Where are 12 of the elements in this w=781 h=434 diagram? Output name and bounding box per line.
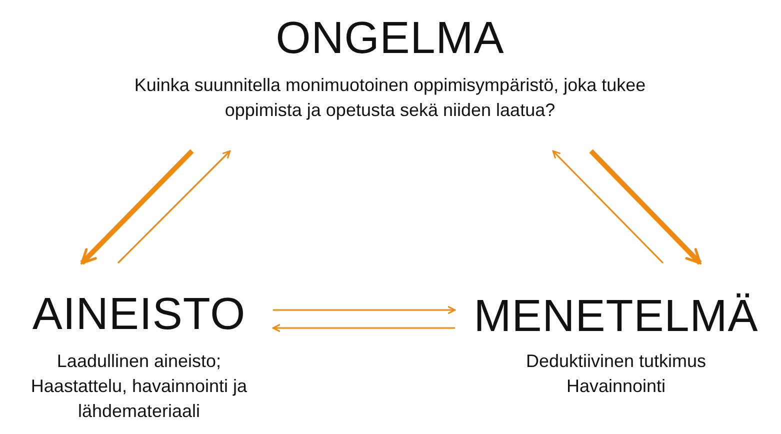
arrow: [552, 150, 664, 264]
arrow: [80, 149, 194, 265]
arrow: [117, 150, 231, 264]
arrow: [272, 324, 455, 332]
heading: MENETELMÄ: [474, 291, 758, 341]
arrow: [589, 149, 702, 265]
heading: AINEISTO: [32, 289, 246, 339]
description: Deduktiivinen tutkimus Havainnointi: [524, 350, 708, 398]
description: Laadullinen aineisto; Haastattelu, havainnointi ja lähdemateriaali: [30, 350, 248, 423]
heading: ONGELMA: [276, 13, 504, 63]
arrow: [273, 306, 456, 314]
description: Kuinka suunnitella monimuotoinen oppimisympäristö, joka tukee oppimista ja opetusta sekä niiden laatua?: [133, 74, 647, 122]
